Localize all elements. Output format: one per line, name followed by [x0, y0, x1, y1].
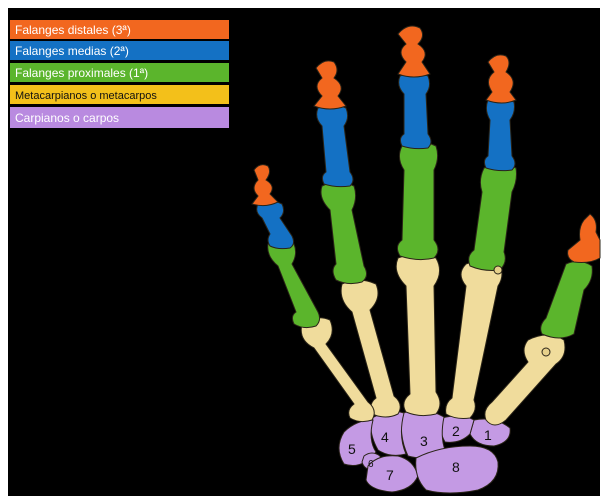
legend-item-medial: Falanges medias (2ª) — [10, 41, 229, 60]
legend-label-medial: Falanges medias (2ª) — [15, 44, 129, 58]
carpal-number-2: 2 — [452, 423, 460, 439]
sesamoid-thumb — [542, 348, 550, 356]
legend-item-carpal: Carpianos o carpos — [10, 107, 229, 128]
legend: Falanges distales (3ª) Falanges medias (… — [10, 20, 229, 128]
carpal-number-4: 4 — [381, 429, 389, 445]
carpal-number-8: 8 — [452, 459, 460, 475]
carpal-number-3: 3 — [420, 433, 428, 449]
legend-label-carpal: Carpianos o carpos — [15, 111, 119, 125]
sesamoid-index — [494, 266, 502, 274]
carpal-number-1: 1 — [484, 427, 492, 443]
legend-label-distal: Falanges distales (3ª) — [15, 23, 131, 37]
legend-item-proximal: Falanges proximales (1ª) — [10, 63, 229, 82]
legend-label-metacarpal: Metacarpianos o metacarpos — [15, 90, 157, 102]
proximal-phalanx-middle — [397, 142, 438, 260]
carpal-number-7: 7 — [386, 467, 394, 483]
carpal-number-5: 5 — [348, 441, 356, 457]
legend-item-distal: Falanges distales (3ª) — [10, 20, 229, 39]
middle-phalanx-middle — [399, 73, 431, 149]
legend-item-metacarpal: Metacarpianos o metacarpos — [10, 85, 229, 104]
carpal-number-6: 6 — [368, 459, 374, 470]
legend-label-proximal: Falanges proximales (1ª) — [15, 66, 148, 80]
middle-phalanx-index — [484, 98, 515, 170]
